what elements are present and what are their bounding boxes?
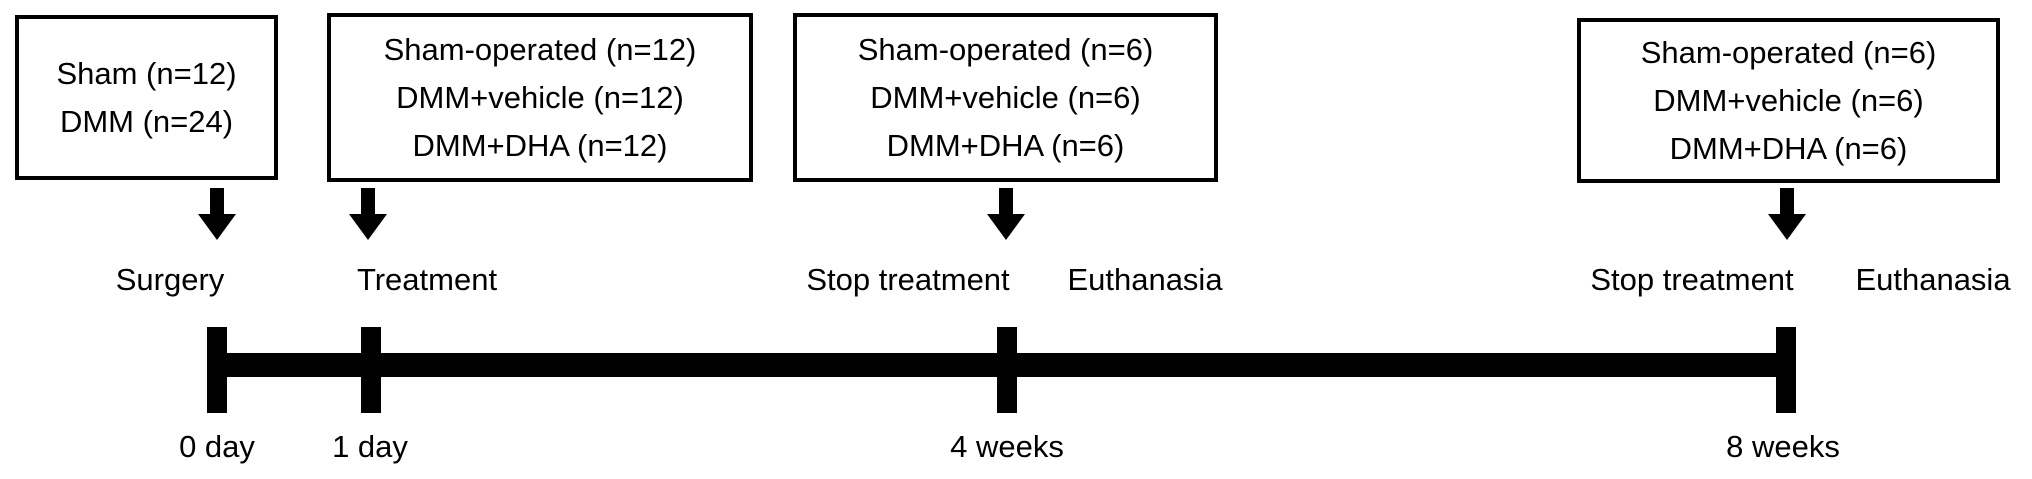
- down-arrow-icon: [987, 188, 1025, 240]
- down-arrow-icon: [349, 188, 387, 240]
- arrow-stem: [361, 188, 375, 214]
- tick-label-4-weeks: 4 weeks: [950, 429, 1064, 464]
- down-arrow-icon: [198, 188, 236, 240]
- event-label-stop-treatment-4w: Stop treatment: [806, 262, 1010, 297]
- tick-label-0-day: 0 day: [179, 429, 255, 464]
- group-line: DMM+DHA (n=6): [886, 127, 1125, 163]
- group-line: Sham-operated (n=6): [857, 31, 1154, 67]
- group-box-enrollment: Sham (n=12) DMM (n=24): [15, 15, 278, 180]
- group-line: DMM+DHA (n=6): [1669, 130, 1908, 166]
- group-line: DMM+vehicle (n=6): [1653, 82, 1924, 118]
- arrow-head: [198, 214, 236, 240]
- timeline-tick-8-weeks: [1776, 327, 1796, 413]
- group-line: DMM+vehicle (n=12): [396, 79, 684, 115]
- event-label-treatment: Treatment: [356, 262, 498, 297]
- arrow-stem: [210, 188, 224, 214]
- arrow-stem: [1780, 188, 1794, 214]
- group-line: Sham-operated (n=6): [1640, 34, 1937, 70]
- timeline-tick-0-day: [207, 327, 227, 413]
- group-box-4-weeks: Sham-operated (n=6) DMM+vehicle (n=6) DM…: [793, 13, 1218, 182]
- tick-label-8-weeks: 8 weeks: [1726, 429, 1840, 464]
- group-box-8-weeks: Sham-operated (n=6) DMM+vehicle (n=6) DM…: [1577, 18, 2000, 183]
- group-box-treatment-start: Sham-operated (n=12) DMM+vehicle (n=12) …: [327, 13, 753, 182]
- event-label-stop-treatment-8w: Stop treatment: [1590, 262, 1794, 297]
- arrow-stem: [999, 188, 1013, 214]
- tick-label-1-day: 1 day: [332, 429, 408, 464]
- timeline-tick-4-weeks: [997, 327, 1017, 413]
- group-line: Sham-operated (n=12): [383, 31, 697, 67]
- arrow-head: [349, 214, 387, 240]
- group-line: DMM+vehicle (n=6): [870, 79, 1141, 115]
- down-arrow-icon: [1768, 188, 1806, 240]
- group-line: DMM+DHA (n=12): [412, 127, 668, 163]
- event-label-euthanasia-8w: Euthanasia: [1855, 262, 2011, 297]
- group-line: Sham (n=12): [56, 55, 237, 91]
- timeline-tick-1-day: [361, 327, 381, 413]
- event-label-surgery: Surgery: [115, 262, 225, 297]
- arrow-head: [1768, 214, 1806, 240]
- group-line: DMM (n=24): [59, 103, 234, 139]
- event-label-euthanasia-4w: Euthanasia: [1067, 262, 1223, 297]
- arrow-head: [987, 214, 1025, 240]
